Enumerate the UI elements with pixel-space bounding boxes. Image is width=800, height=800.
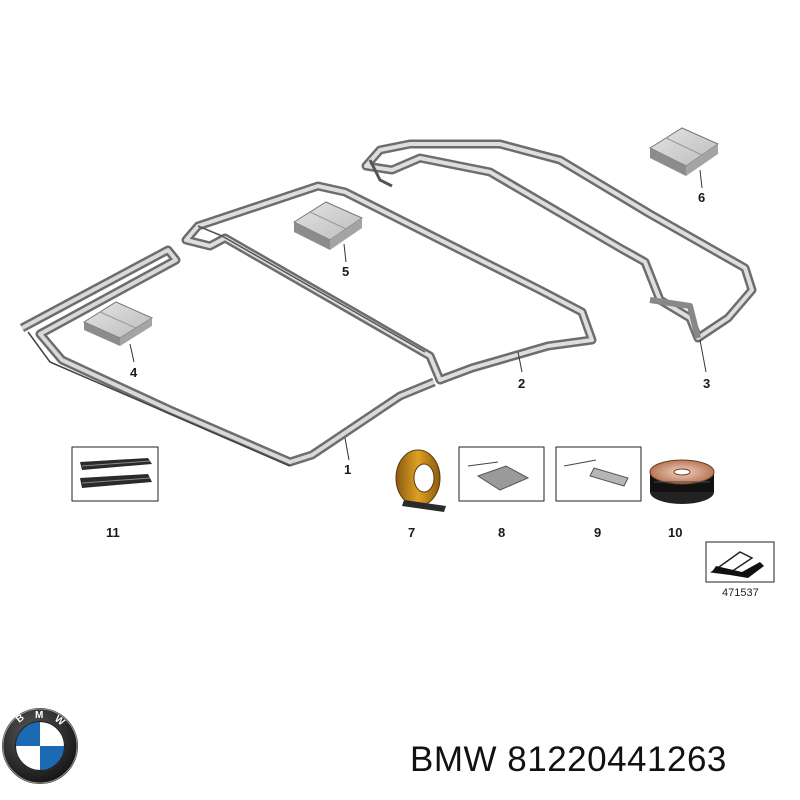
seal-kit-box-part-6: [648, 127, 720, 176]
profile-strips-part-11: [71, 446, 159, 502]
callout-6: 6: [698, 190, 705, 205]
diagram-reference: 471537: [705, 541, 775, 599]
leader-lines: [129, 169, 707, 461]
callout-10: 10: [668, 525, 682, 540]
bmw-logo: B M W: [2, 708, 78, 784]
cord-spool-part-10: [649, 459, 715, 504]
applicator-stick-part-9: [555, 446, 642, 502]
seal-kit-box-part-5: [292, 201, 364, 250]
callout-8: 8: [498, 525, 505, 540]
seal-frame-part-2: [181, 181, 597, 385]
callout-4: 4: [130, 365, 138, 380]
callout-3: 3: [703, 376, 710, 391]
callout-11: 11: [106, 525, 120, 540]
callout-9: 9: [594, 525, 601, 540]
seal-frame-part-3: [361, 139, 757, 343]
callout-1: 1: [344, 462, 351, 477]
callout-7: 7: [408, 525, 415, 540]
seal-kit-box-part-4: [82, 301, 154, 346]
callout-labels: 1 2 3 4 5 6 7 8 9 10 11: [106, 190, 710, 540]
adhesive-tape-roll-part-7: [395, 449, 446, 512]
diagram-number: 471537: [722, 587, 759, 599]
seal-frame-part-1: [19, 245, 436, 467]
cleaning-cloth-part-8: [458, 446, 545, 502]
svg-text:M: M: [35, 710, 43, 721]
callout-5: 5: [342, 264, 349, 279]
callout-2: 2: [518, 376, 525, 391]
part-number-caption: BMW 81220441263: [410, 740, 727, 779]
